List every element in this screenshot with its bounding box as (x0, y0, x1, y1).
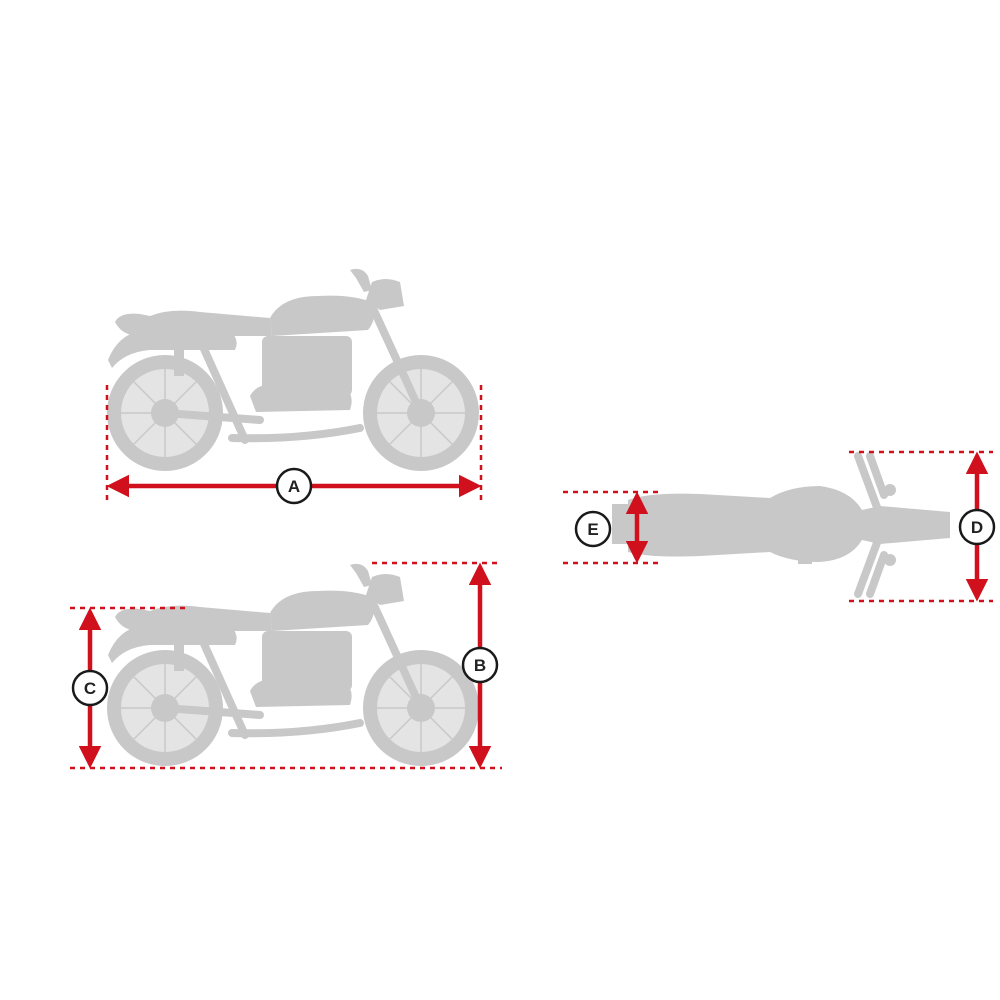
label-e: E (574, 510, 612, 548)
svg-text:B: B (474, 656, 486, 675)
side-view-length: A (107, 269, 481, 505)
motorcycle-top-silhouette (612, 456, 950, 594)
svg-text:E: E (587, 520, 598, 539)
svg-text:A: A (288, 477, 300, 496)
top-view-widths: E D (563, 450, 996, 603)
label-a: A (275, 467, 313, 505)
svg-text:C: C (84, 679, 96, 698)
motorcycle-side-silhouette (107, 269, 479, 471)
label-b: B (461, 646, 499, 684)
svg-text:D: D (971, 518, 983, 537)
side-view-heights: C B (70, 563, 502, 768)
motorcycle-side-silhouette (107, 564, 479, 766)
label-d: D (958, 508, 996, 546)
label-c: C (71, 669, 109, 707)
